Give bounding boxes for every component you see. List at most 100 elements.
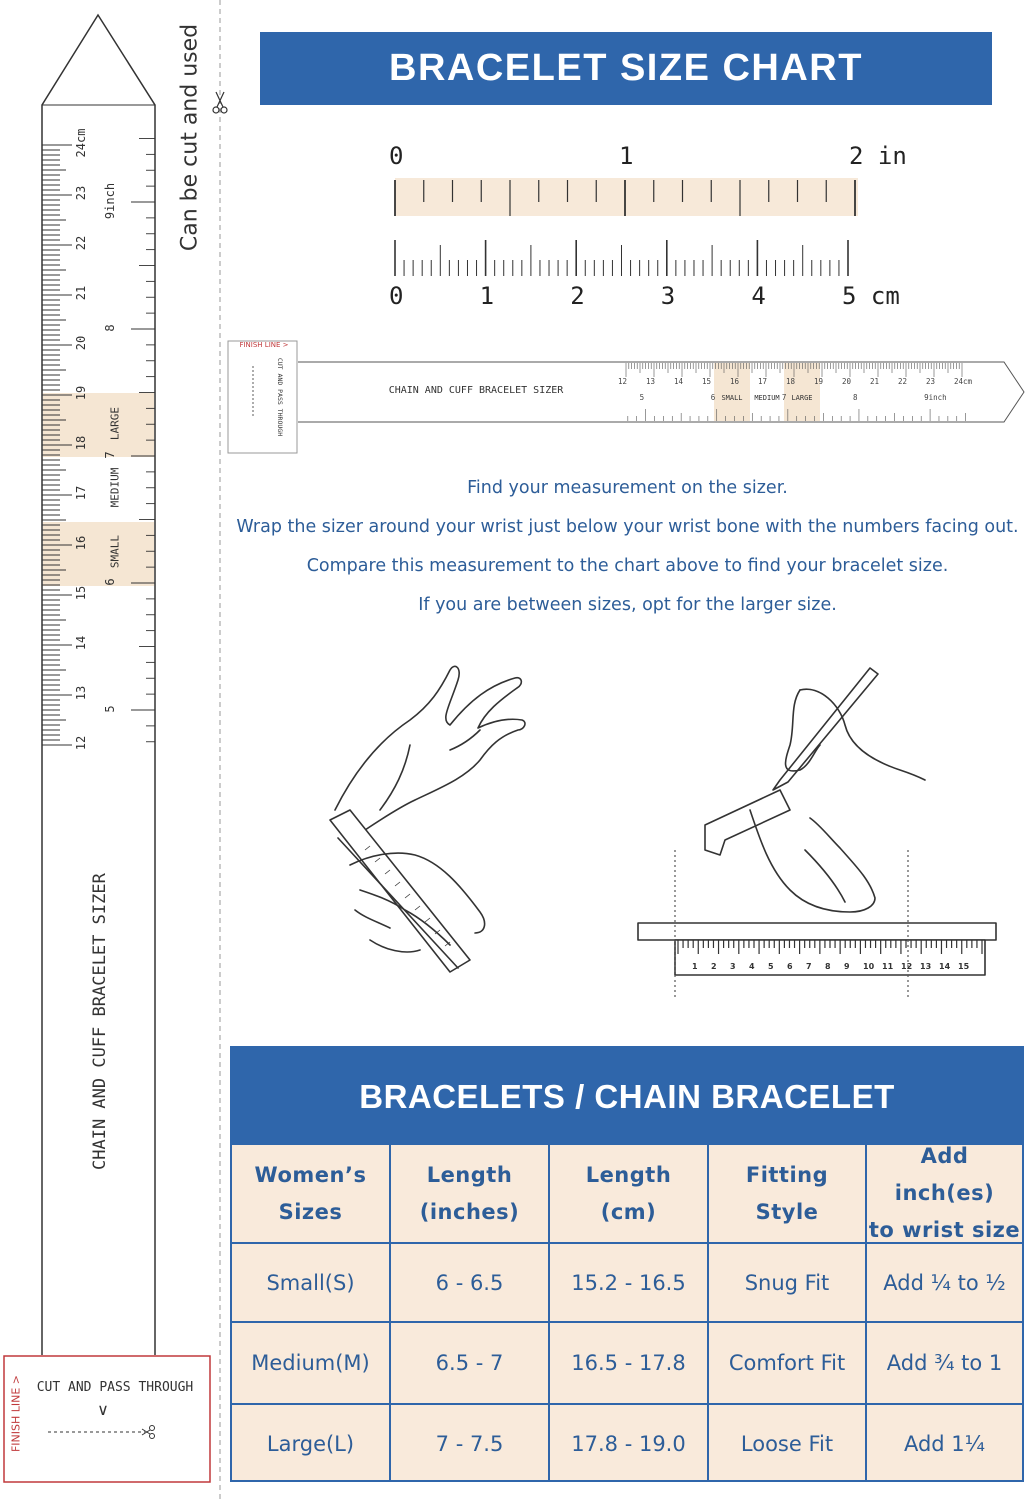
horizontal-inch-label: 5 [639, 393, 645, 402]
scissors-icon [212, 91, 228, 114]
cm-scale-label: 4 [751, 282, 766, 310]
table-header-length-inches: Length (inches) [391, 1145, 548, 1242]
vertical-cm-label: 24cm [74, 128, 88, 158]
horizontal-cm-label: 12 [618, 377, 628, 386]
table-cell-add: Add ¼ to ½ [883, 1270, 1006, 1295]
illustration-ruler-label: 7 [806, 962, 812, 971]
header-line: Length [585, 1162, 672, 1187]
table-cell-cm: 15.2 - 16.5 [571, 1270, 686, 1295]
header-line: Add inch(es) [894, 1144, 995, 1205]
horizontal-cm-label: 23 [926, 377, 936, 386]
inch-scale-label: 1 [619, 142, 634, 170]
page-title: BRACELET SIZE CHART [260, 32, 992, 105]
scissors-icon [141, 1425, 155, 1439]
horizontal-cm-label: 20 [842, 377, 852, 386]
cm-scale-label: 1 [479, 282, 495, 310]
table-cell-inches: 6 - 6.5 [435, 1270, 504, 1295]
header-line: Length [426, 1162, 513, 1187]
table-cell-inches: 6.5 - 7 [435, 1351, 504, 1375]
illustration-ruler-label: 3 [730, 962, 736, 971]
table-divider [707, 1145, 709, 1482]
horizontal-sizer: FINISH LINE > CUT AND PASS THROUGH CHAIN… [226, 338, 1026, 458]
instruction-line-4: If you are between sizes, opt for the la… [418, 595, 837, 615]
table-divider [232, 1242, 1022, 1244]
illustration-ruler-label: 9 [844, 962, 850, 971]
header-line: (cm) [600, 1199, 657, 1224]
illustration-ruler-label: 8 [825, 962, 831, 971]
horizontal-cm-label: 14 [674, 377, 684, 386]
vertical-cm-label: 12 [74, 735, 88, 751]
horizontal-inch-label: 6 [710, 393, 716, 402]
vertical-cm-label: 17 [74, 485, 88, 501]
chevron-down-icon: ∨ [97, 1400, 109, 1419]
header-line: to wrist size [868, 1218, 1021, 1242]
measure-ruler-illustration [637, 667, 997, 1000]
horizontal-cm-label: 17 [758, 377, 768, 386]
instruction-line-3: Compare this measurement to the chart ab… [306, 556, 949, 576]
horizontal-cm-label: 18 [786, 377, 796, 386]
cm-scale-label: 3 [660, 282, 676, 310]
horizontal-finish-line: FINISH LINE > [239, 341, 289, 349]
vertical-cm-label: 13 [74, 685, 88, 701]
header-line: (inches) [419, 1199, 520, 1224]
illustration-ruler-label: 12 [901, 962, 913, 971]
table-divider [548, 1145, 550, 1482]
scales-graphic [394, 178, 858, 276]
table-cell-size: Small(S) [266, 1270, 355, 1295]
vertical-cm-label: 20 [74, 335, 88, 351]
vertical-cm-label: 14 [74, 635, 88, 651]
table-divider [389, 1145, 391, 1482]
vertical-cm-label: 22 [74, 235, 88, 251]
instruction-line-2: Wrap the sizer around your wrist just be… [236, 517, 1019, 537]
vertical-cm-label: 15 [74, 585, 88, 601]
illustration-ruler-label: 11 [882, 962, 894, 971]
vertical-size-medium: MEDIUM [108, 467, 122, 508]
header-line: Women’s [254, 1162, 367, 1187]
horizontal-cm-label: 19 [814, 377, 824, 386]
horizontal-inch-label: 8 [852, 393, 858, 402]
table-header-length-cm: Length (cm) [550, 1145, 707, 1242]
table-divider [865, 1145, 867, 1482]
illustration-ruler-label: 5 [768, 962, 774, 971]
horizontal-cm-label: 24cm [954, 377, 973, 386]
size-table: BRACELETS / CHAIN BRACELET Women’s Sizes… [230, 1046, 1024, 1482]
table-cell-size: Medium(M) [251, 1351, 370, 1375]
table-cell-size: Large(L) [266, 1431, 355, 1456]
horizontal-inch-label: 9inch [924, 393, 947, 402]
table-cell-add: Add 1¼ [903, 1431, 986, 1456]
header-line: Fitting [745, 1162, 829, 1187]
vertical-cm-label: 19 [74, 385, 88, 401]
cut-note: Can be cut and used [177, 23, 203, 252]
header-line: Style [755, 1199, 819, 1224]
horizontal-cm-label: 15 [702, 377, 712, 386]
horizontal-size-large: LARGE [791, 394, 813, 402]
table-cell-add: Add ¾ to 1 [886, 1351, 1003, 1375]
vertical-inch-label: 8 [103, 324, 117, 332]
horizontal-cm-label: 22 [898, 377, 908, 386]
table-cell-cm: 17.8 - 19.0 [571, 1431, 686, 1456]
vertical-cm-label: 18 [74, 435, 88, 451]
table-cell-inches: 7 - 7.5 [435, 1431, 504, 1456]
vertical-inch-label: 5 [103, 705, 117, 713]
vertical-sizer-title: CHAIN AND CUFF BRACELET SIZER [90, 873, 110, 1170]
vertical-size-small: SMALL [108, 534, 122, 569]
horizontal-inch-label: 7 [781, 393, 787, 402]
table-cell-fit: Comfort Fit [728, 1351, 846, 1375]
illustration-ruler-label: 6 [787, 962, 793, 971]
table-cell-cm: 16.5 - 17.8 [571, 1351, 686, 1375]
illustration-ruler-label: 14 [939, 962, 951, 971]
horizontal-cm-label: 16 [730, 377, 740, 386]
horizontal-cut-pass-through: CUT AND PASS THROUGH [276, 357, 284, 437]
vertical-size-large: LARGE [108, 406, 122, 441]
horizontal-size-medium: MEDIUM [754, 394, 780, 402]
illustration-ruler-label: 13 [920, 962, 932, 971]
cut-divider [212, 0, 228, 1500]
illustration-ruler-label: 10 [863, 962, 875, 971]
vertical-cm-label: 21 [74, 285, 88, 301]
vertical-sizer-graphic [3, 13, 211, 1483]
cm-scale-label: 0 [389, 282, 404, 310]
cm-scale-label: 5 cm [842, 282, 900, 310]
table-header-womens-sizes: Women’s Sizes [232, 1145, 389, 1242]
